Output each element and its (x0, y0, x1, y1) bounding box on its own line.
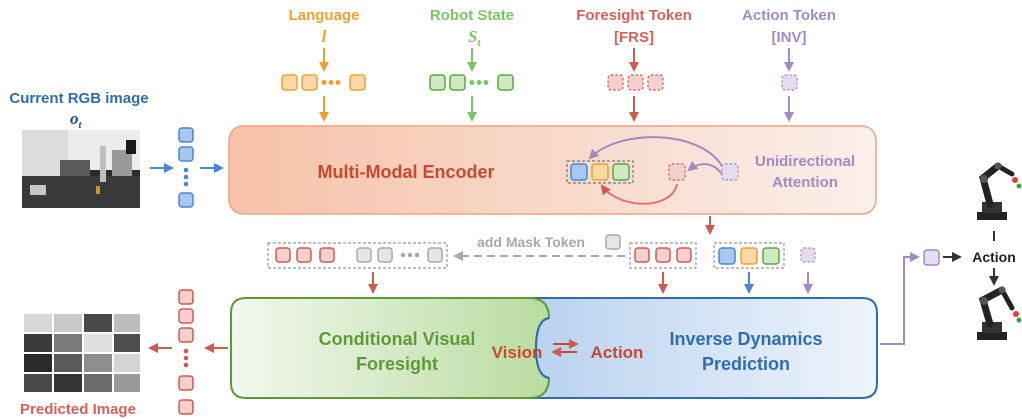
action-token-tag: [INV] (772, 29, 807, 46)
attention-diagram (566, 136, 739, 205)
foresight-output-tokens (629, 242, 697, 269)
masked-token-group (267, 242, 448, 269)
foresight-tokens (607, 74, 664, 91)
attention-label-2: Attention (772, 174, 838, 191)
robot-arm-icon-top (977, 162, 1022, 220)
idp-label-1: Inverse Dynamics (669, 329, 822, 349)
mask-token-icon (605, 234, 621, 250)
action-output-label: Action (972, 249, 1016, 265)
idp-to-action-arrow (880, 252, 920, 345)
current-rgb-image (22, 130, 140, 208)
language-title: Language (289, 7, 360, 24)
attention-label-1: Unidirectional (755, 153, 855, 170)
encoder-label: Multi-Modal Encoder (318, 162, 495, 182)
predicted-image-label: Predicted Image (20, 401, 136, 418)
robot-state-tokens (429, 74, 514, 91)
robot-arm-icon-bottom (977, 286, 1022, 340)
exchange-arrows (551, 339, 579, 357)
current-image-title: Current RGB image (9, 90, 148, 107)
foresight-token-tag: [FRS] (614, 29, 654, 46)
multimodal-output-tokens (713, 242, 785, 269)
cvf-label-1: Conditional Visual (319, 329, 476, 349)
language-symbol: l (322, 27, 327, 46)
predicted-tokens (178, 289, 194, 415)
language-tokens (281, 74, 366, 91)
foresight-token-title: Foresight Token (576, 7, 692, 24)
action-token-out (923, 249, 940, 266)
predicted-image (22, 312, 142, 394)
conditional-visual-foresight-block (230, 297, 551, 399)
action-link-label: Action (591, 343, 644, 362)
vision-action-link (534, 317, 550, 379)
multi-modal-encoder (228, 125, 877, 215)
action-output-token (800, 247, 816, 263)
robot-state-symbol: St (468, 27, 481, 49)
mask-label: add Mask Token (477, 234, 585, 250)
action-token (781, 74, 798, 91)
robot-state-title: Robot State (430, 7, 514, 24)
vision-label: Vision (492, 343, 543, 362)
current-image-symbol: ot (70, 109, 83, 131)
inverse-dynamics-block (528, 297, 878, 399)
image-tokens (178, 127, 194, 208)
cvf-label-2: Foresight (356, 354, 438, 374)
action-token-title: Action Token (742, 7, 836, 24)
idp-label-2: Prediction (702, 354, 790, 374)
